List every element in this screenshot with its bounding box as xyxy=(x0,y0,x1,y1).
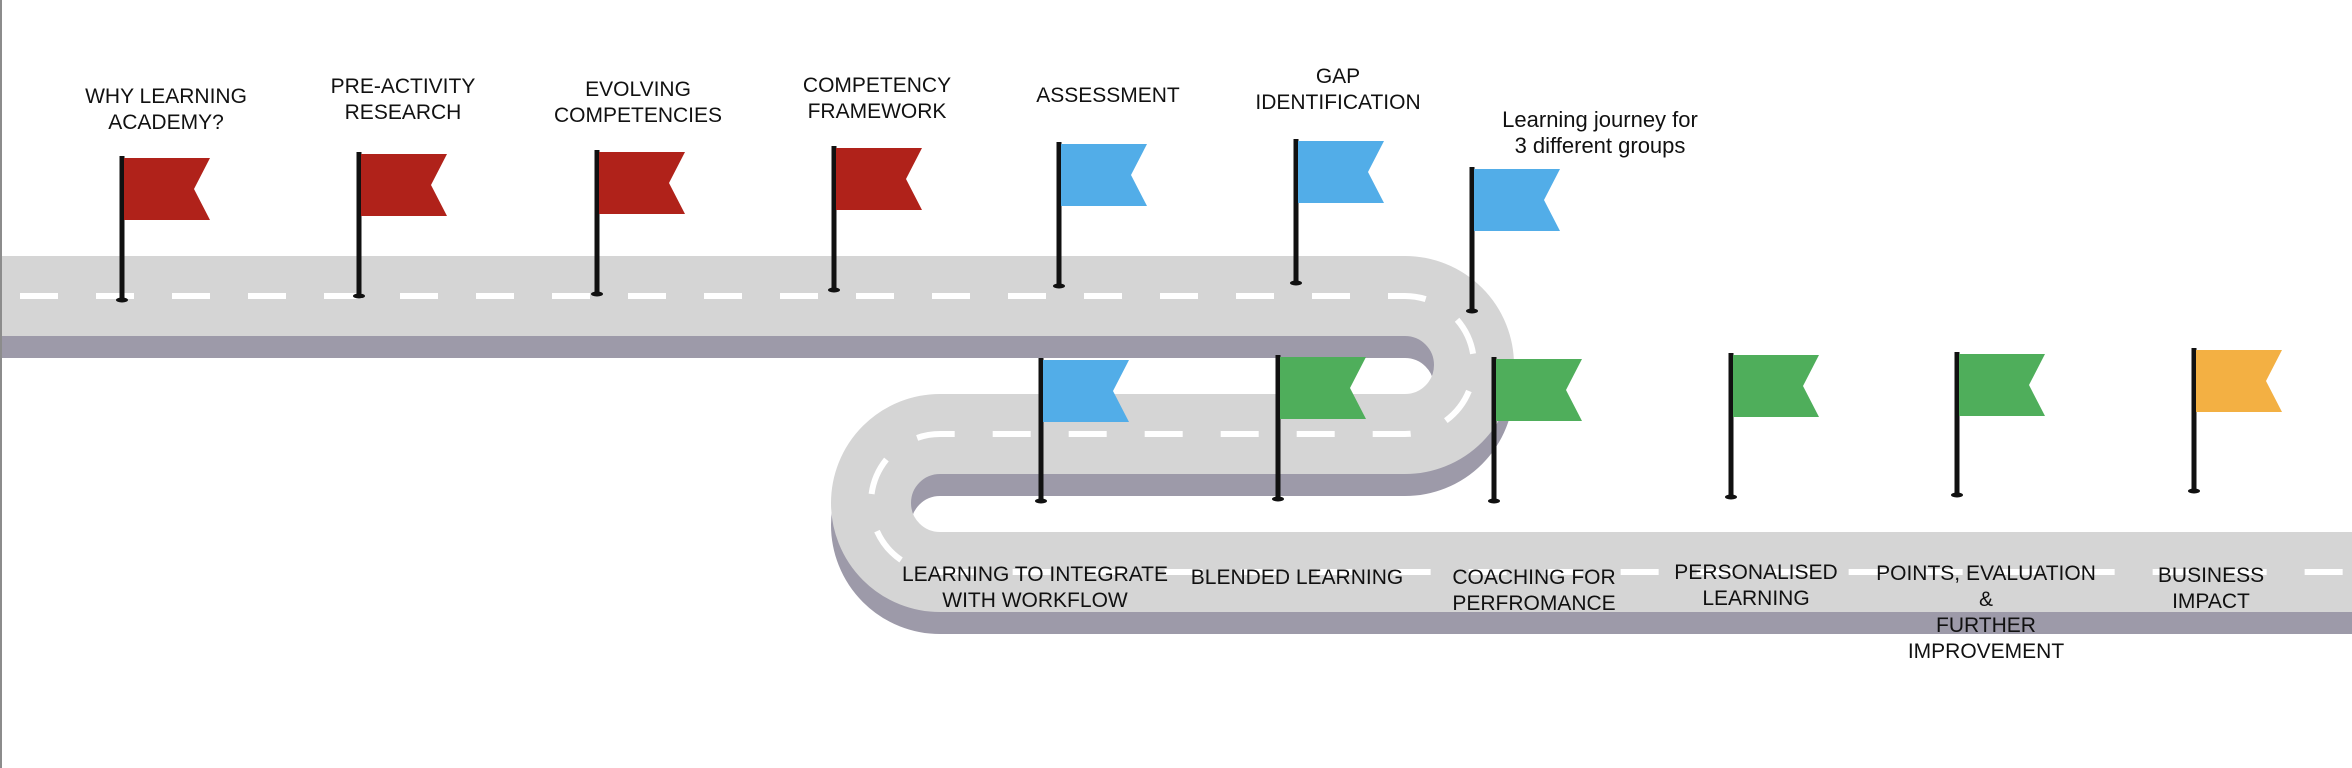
flag-pole xyxy=(1469,167,1475,311)
flag-banner xyxy=(1474,169,1560,231)
label-personalised-learning: PERSONALISED LEARNING xyxy=(1674,561,1838,610)
milestone-flag-8 xyxy=(1272,355,1366,502)
journey-flag xyxy=(1466,167,1560,314)
label-coaching-for-performance: COACHING FOR PERFROMANCE xyxy=(1452,566,1616,615)
label-points-evaluation: POINTS, EVALUATION & FURTHER IMPROVEMENT xyxy=(1876,562,2096,663)
flag-pole xyxy=(1491,357,1497,501)
milestone-flag-12 xyxy=(2188,348,2282,494)
label-evolving-competencies: EVOLVING COMPETENCIES xyxy=(553,78,723,127)
milestone-flag-2 xyxy=(353,152,447,299)
flag-banner xyxy=(361,154,447,216)
flag-pole-base xyxy=(1466,308,1478,314)
flag-pole xyxy=(2191,348,2197,491)
label-gap-identification: GAP IDENTIFICATION xyxy=(1255,65,1421,114)
flag-pole-base xyxy=(1053,283,1065,289)
label-blended-learning: BLENDED LEARNING xyxy=(1190,566,1404,589)
milestone-flag-5 xyxy=(1053,142,1147,289)
milestone-flag-11 xyxy=(1951,352,2045,498)
flag-banner xyxy=(1061,144,1147,206)
flag-pole-base xyxy=(1725,494,1737,500)
flag-pole xyxy=(1728,353,1734,497)
flag-banner xyxy=(1298,141,1384,203)
road-center-dashes xyxy=(0,293,2352,575)
label-pre-activity-research: PRE-ACTIVITY RESEARCH xyxy=(330,75,476,124)
label-why-learning-academy: WHY LEARNING ACADEMY? xyxy=(85,85,247,134)
flag-pole-base xyxy=(1272,496,1284,502)
flag-banner xyxy=(124,158,210,220)
milestone-flag-10 xyxy=(1725,353,1819,500)
milestone-flag-4 xyxy=(828,146,922,293)
label-learning-to-integrate: LEARNING TO INTEGRATE WITH WORKFLOW xyxy=(901,563,1169,612)
flag-pole-base xyxy=(353,293,365,299)
milestone-flag-9 xyxy=(1488,357,1582,504)
flag-pole xyxy=(594,150,600,294)
flag-pole-base xyxy=(828,287,840,293)
flag-banner xyxy=(1959,354,2045,416)
flag-pole xyxy=(1954,352,1960,495)
flag-pole-base xyxy=(1951,492,1963,498)
flag-banner xyxy=(2196,350,2282,412)
flag-pole xyxy=(119,156,125,300)
flag-pole xyxy=(1293,139,1299,283)
label-competency-framework: COMPETENCY FRAMEWORK xyxy=(802,74,952,123)
milestone-flag-7 xyxy=(1035,358,1129,504)
flag-banner xyxy=(1280,357,1366,419)
flag-pole xyxy=(1038,358,1044,501)
flag-pole xyxy=(1275,355,1281,499)
flag-pole xyxy=(356,152,362,296)
label-assessment: ASSESSMENT xyxy=(1036,84,1180,107)
flag-banner xyxy=(1496,359,1582,421)
label-business-impact: BUSINESS IMPACT xyxy=(2157,564,2265,613)
flag-pole-base xyxy=(1035,498,1047,504)
flag-pole-base xyxy=(116,297,128,303)
flag-banner xyxy=(599,152,685,214)
flag-pole xyxy=(831,146,837,290)
flag-pole-base xyxy=(2188,488,2200,494)
flag-banner xyxy=(1733,355,1819,417)
label-learning-journey: Learning journey for 3 different groups xyxy=(1502,107,1698,158)
road-dashes xyxy=(0,293,2352,575)
flag-pole-base xyxy=(1290,280,1302,286)
flag-banner xyxy=(836,148,922,210)
flag-banner xyxy=(1043,360,1129,422)
milestone-flag-3 xyxy=(591,150,685,297)
flags xyxy=(116,139,2282,504)
flag-pole-base xyxy=(1488,498,1500,504)
flag-pole xyxy=(1056,142,1062,286)
milestone-flag-1 xyxy=(116,156,210,303)
milestone-flag-6 xyxy=(1290,139,1384,286)
left-edge-line xyxy=(0,0,2,768)
flag-pole-base xyxy=(591,291,603,297)
